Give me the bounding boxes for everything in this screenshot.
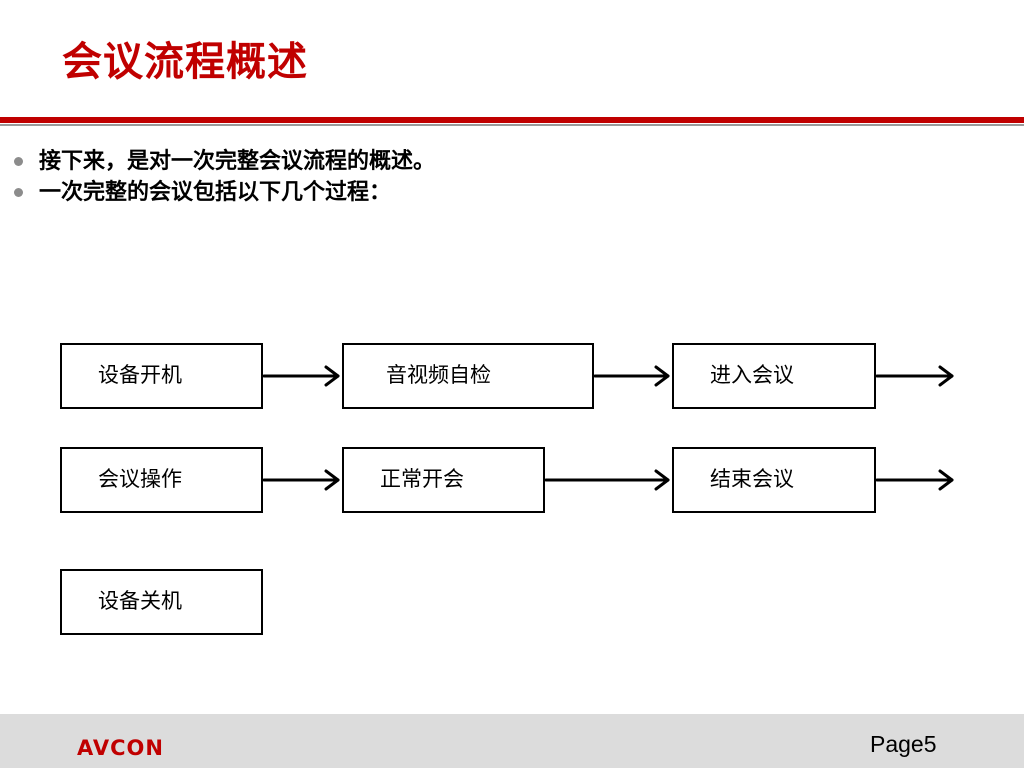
arrow-icon (262, 469, 340, 491)
bullet-text: 接下来，是对一次完整会议流程的概述。 (39, 149, 436, 174)
arrow-icon (875, 365, 954, 387)
flow-step-end-meeting: 结束会议 (672, 447, 876, 513)
title-divider-red (0, 117, 1024, 123)
bullet-item: 接下来，是对一次完整会议流程的概述。 (14, 146, 435, 177)
bullet-item: 一次完整的会议包括以下几个过程： (14, 177, 435, 208)
bullet-dot-icon (14, 188, 23, 197)
slide-title: 会议流程概述 (62, 39, 308, 85)
arrow-icon (593, 365, 670, 387)
bullet-list: 接下来，是对一次完整会议流程的概述。 一次完整的会议包括以下几个过程： (14, 146, 435, 208)
flow-step-normal-meeting: 正常开会 (342, 447, 545, 513)
flow-step-power-off: 设备关机 (60, 569, 263, 635)
flow-step-av-self-check: 音视频自检 (342, 343, 594, 409)
avcon-logo: AVCON (77, 736, 164, 760)
flow-step-enter-meeting: 进入会议 (672, 343, 876, 409)
bullet-dot-icon (14, 157, 23, 166)
arrow-icon (544, 469, 670, 491)
page-number: Page5 (870, 731, 937, 757)
flow-step-meeting-operation: 会议操作 (60, 447, 263, 513)
title-divider-gray (0, 124, 1024, 126)
flow-step-power-on: 设备开机 (60, 343, 263, 409)
footer-bar: AVCON Page5 (0, 714, 1024, 768)
bullet-text: 一次完整的会议包括以下几个过程： (39, 180, 392, 205)
arrow-icon (875, 469, 954, 491)
arrow-icon (262, 365, 340, 387)
